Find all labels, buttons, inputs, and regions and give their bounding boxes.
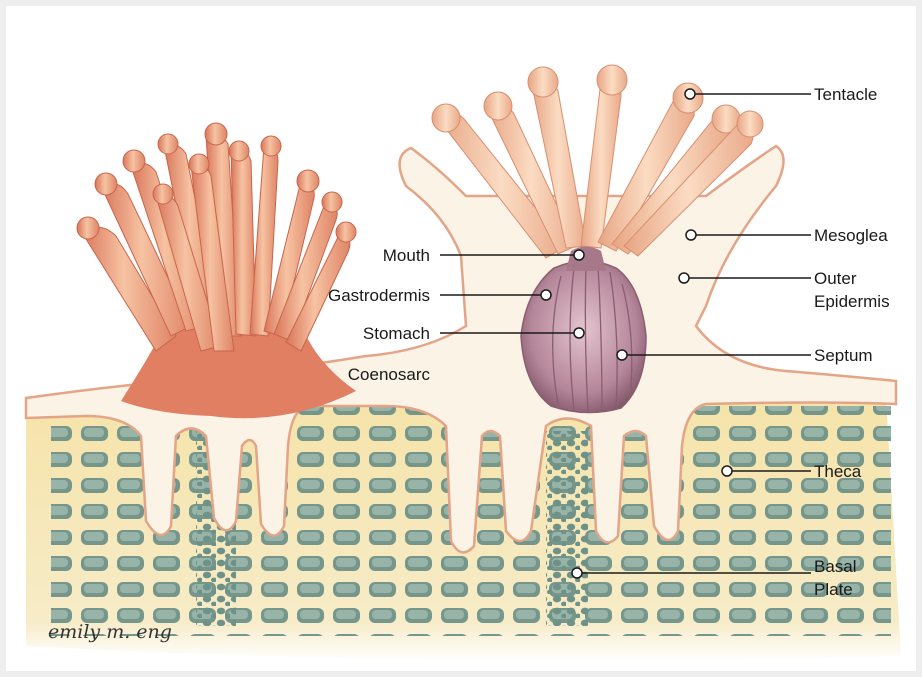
label-gastrodermis: Gastrodermis bbox=[328, 286, 430, 305]
stomach-body bbox=[521, 261, 646, 413]
dot-outer-epidermis bbox=[679, 273, 689, 283]
illustration-frame: Tentacle Mesoglea Outer Epidermis Septum… bbox=[6, 6, 916, 671]
label-outer-epidermis-line1: Outer bbox=[814, 269, 857, 288]
label-septum: Septum bbox=[814, 346, 873, 365]
label-coenosarc: Coenosarc bbox=[348, 365, 431, 384]
dot-theca bbox=[722, 466, 732, 476]
coral-polyp-diagram: Tentacle Mesoglea Outer Epidermis Septum… bbox=[6, 6, 916, 671]
label-basal-plate-line1: Basal bbox=[814, 557, 857, 576]
label-theca: Theca bbox=[814, 462, 862, 481]
label-basal-plate-line2: Plate bbox=[814, 580, 853, 599]
dot-tentacle bbox=[685, 89, 695, 99]
label-outer-epidermis-line2: Epidermis bbox=[814, 292, 890, 311]
left-tentacles bbox=[77, 123, 356, 351]
dot-stomach bbox=[574, 328, 584, 338]
label-tentacle: Tentacle bbox=[814, 85, 877, 104]
label-mouth: Mouth bbox=[383, 246, 430, 265]
label-stomach: Stomach bbox=[363, 324, 430, 343]
septal-pebbles-right bbox=[546, 431, 588, 626]
label-mesoglea: Mesoglea bbox=[814, 226, 888, 245]
dot-mouth bbox=[574, 250, 584, 260]
left-polyp bbox=[77, 123, 356, 418]
artist-signature: emily m. eng bbox=[48, 621, 172, 643]
dot-mesoglea bbox=[686, 230, 696, 240]
dot-septum bbox=[617, 350, 627, 360]
dot-basal-plate bbox=[572, 568, 582, 578]
dot-gastrodermis bbox=[541, 290, 551, 300]
